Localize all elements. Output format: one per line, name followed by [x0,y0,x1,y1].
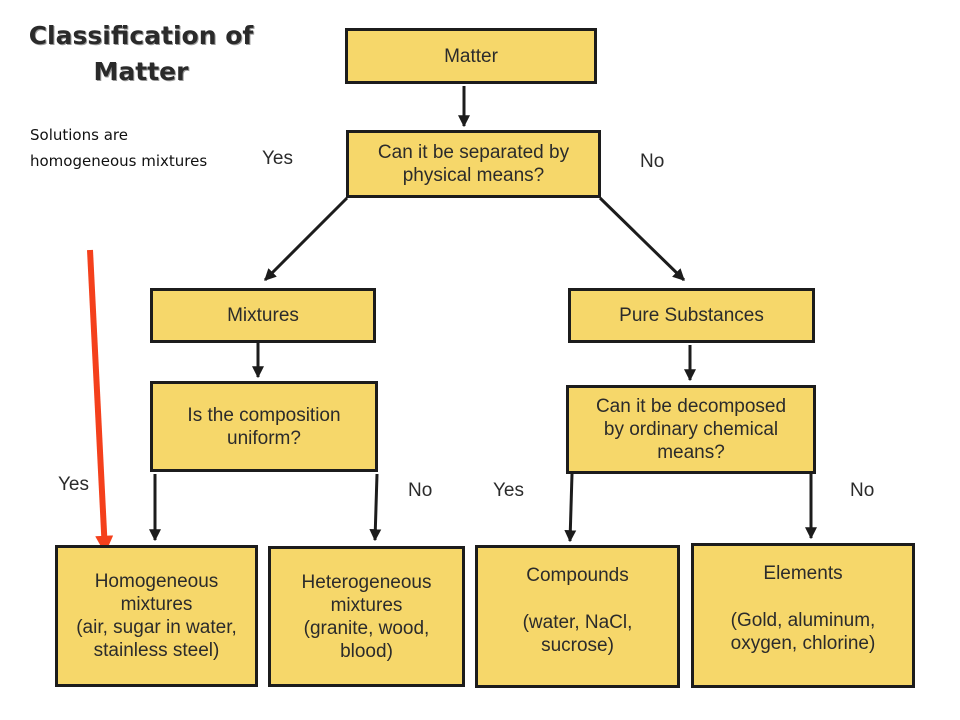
title-line-2: Matter [93,57,189,86]
arrow-question-to-pure [598,196,686,282]
node-matter: Matter [345,28,597,84]
label-decompose-no: No [850,480,875,501]
elements-examples-2: oxygen, chlorine) [730,633,876,654]
heterogeneous-examples-1: (granite, wood, [303,617,430,639]
label-separate-yes: Yes [262,148,293,169]
homogeneous-line-1: Homogeneous [94,571,219,592]
uniform-question-line-1: Is the composition [187,404,341,426]
matter-label: Matter [444,45,498,67]
uniform-question-line-2: uniform? [227,427,301,449]
decompose-question-line-1: Can it be decomposed [595,396,787,417]
node-elements: Elements (Gold, aluminum, oxygen, chlori… [691,543,915,688]
homogeneous-line-2: mixtures [120,594,193,615]
homogeneous-examples-1: (air, sugar in water, [76,617,237,638]
arrow-decompose-to-compounds [564,473,577,543]
note-line-2: homogeneous mixtures [30,152,208,170]
heterogeneous-line-2: mixtures [330,594,403,616]
elements-label: Elements [763,563,843,584]
arrow-uniform-to-heterogeneous [369,473,382,542]
compounds-label: Compounds [526,565,629,586]
node-heterogeneous: Heterogeneous mixtures (granite, wood, b… [268,546,465,687]
node-compounds: Compounds (water, NaCl, sucrose) [475,545,680,688]
node-separate-question: Can it be separated by physical means? [346,130,601,198]
note-text: Solutions are homogeneous mixtures [30,122,270,174]
separate-question-line-2: physical means? [402,165,545,186]
pointer-arrow [87,249,114,554]
homogeneous-examples-2: stainless steel) [93,640,220,661]
note-line-1: Solutions are [30,126,128,144]
label-uniform-yes: Yes [58,474,89,495]
arrow-question-to-mixtures [263,196,349,282]
label-decompose-yes: Yes [493,480,524,501]
pure-substances-label: Pure Substances [619,305,764,326]
node-mixtures: Mixtures [150,288,376,343]
decompose-question-line-3: means? [657,442,725,463]
elements-examples-1: (Gold, aluminum, [730,610,876,631]
decompose-question-line-2: by ordinary chemical [603,419,779,440]
separate-question-line-1: Can it be separated by [377,142,570,163]
node-uniform-question: Is the composition uniform? [150,381,378,472]
compounds-examples-1: (water, NaCl, [522,612,633,633]
diagram-title: Classification of Matter [6,18,276,90]
label-separate-no: No [640,151,665,172]
label-uniform-no: No [408,480,433,501]
mixtures-label: Mixtures [227,305,299,326]
heterogeneous-examples-2: blood) [340,640,393,662]
heterogeneous-line-1: Heterogeneous [301,571,432,593]
compounds-examples-2: sucrose) [541,635,614,656]
title-line-1: Classification of [28,21,254,50]
node-decompose-question: Can it be decomposed by ordinary chemica… [566,385,816,474]
node-homogeneous: Homogeneous mixtures (air, sugar in wate… [55,545,258,687]
node-pure-substances: Pure Substances [568,288,815,343]
